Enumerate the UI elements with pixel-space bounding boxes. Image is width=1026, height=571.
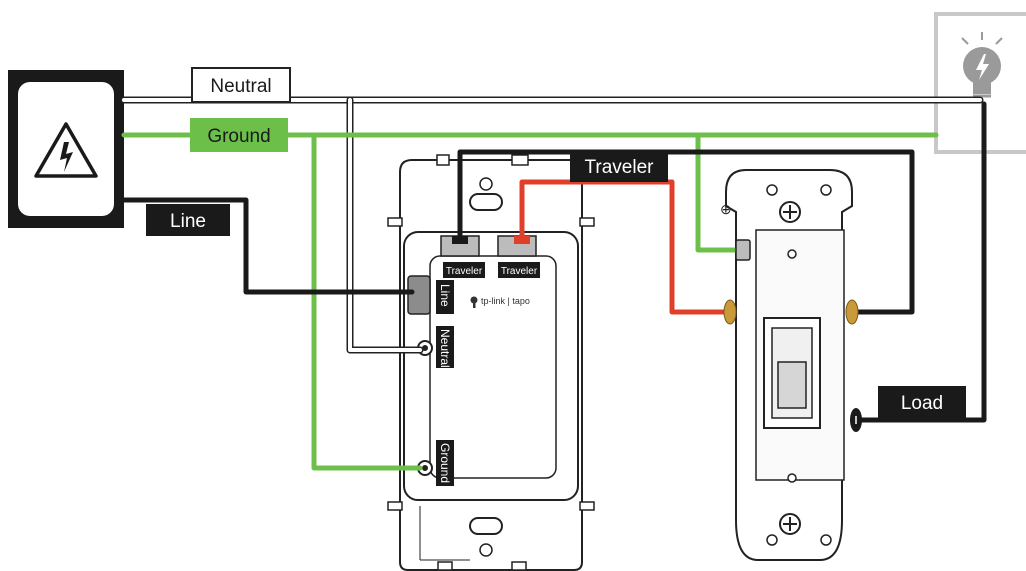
neutral-terminal-label: Neutral — [438, 329, 452, 368]
traveler-terminal-2-label: Traveler — [501, 266, 538, 277]
line-terminal-label: Line — [438, 284, 452, 307]
ground-label: Ground — [190, 118, 288, 152]
ground-terminal-label: Ground — [438, 443, 452, 483]
line-label-text: Line — [170, 211, 206, 232]
neutral-label: Neutral — [191, 67, 291, 103]
toggle-lever — [763, 317, 821, 429]
load-wire — [857, 101, 987, 423]
brass-screw-right — [845, 299, 859, 325]
traveler-terminal-2 — [497, 235, 540, 278]
traveler-wire-red — [519, 179, 729, 315]
brand-text: tp-link | tapo — [481, 296, 530, 306]
traveler-terminal-1-label: Traveler — [446, 266, 483, 277]
light-bulb-icon — [961, 32, 1003, 98]
load-label-text: Load — [901, 393, 943, 414]
load-label: Load — [878, 386, 966, 418]
mounting-screw-top — [779, 201, 801, 223]
line-terminal — [407, 275, 454, 315]
ground-screw — [735, 239, 751, 261]
traveler-wire-black — [457, 149, 915, 315]
mounting-screw-bottom — [779, 513, 801, 535]
ground-label-text: Ground — [207, 126, 270, 147]
traveler-label: Traveler — [570, 150, 668, 182]
high-voltage-icon — [34, 122, 98, 178]
traveler-terminal-1 — [440, 235, 485, 278]
traveler-label-text: Traveler — [585, 157, 655, 178]
power-source — [8, 70, 124, 228]
line-wire — [121, 197, 415, 295]
smart-switch — [387, 154, 595, 571]
neutral-label-text: Neutral — [210, 76, 271, 97]
three-way-switch: ⊕ — [720, 169, 853, 561]
wires — [120, 96, 987, 471]
tapo-logo: tp-link | tapo — [470, 296, 530, 308]
light-fixture — [934, 12, 1026, 154]
common-screw — [850, 408, 862, 432]
brass-screw-left — [723, 299, 737, 325]
line-label: Line — [146, 204, 230, 236]
ground-symbol: ⊕ — [720, 201, 732, 217]
